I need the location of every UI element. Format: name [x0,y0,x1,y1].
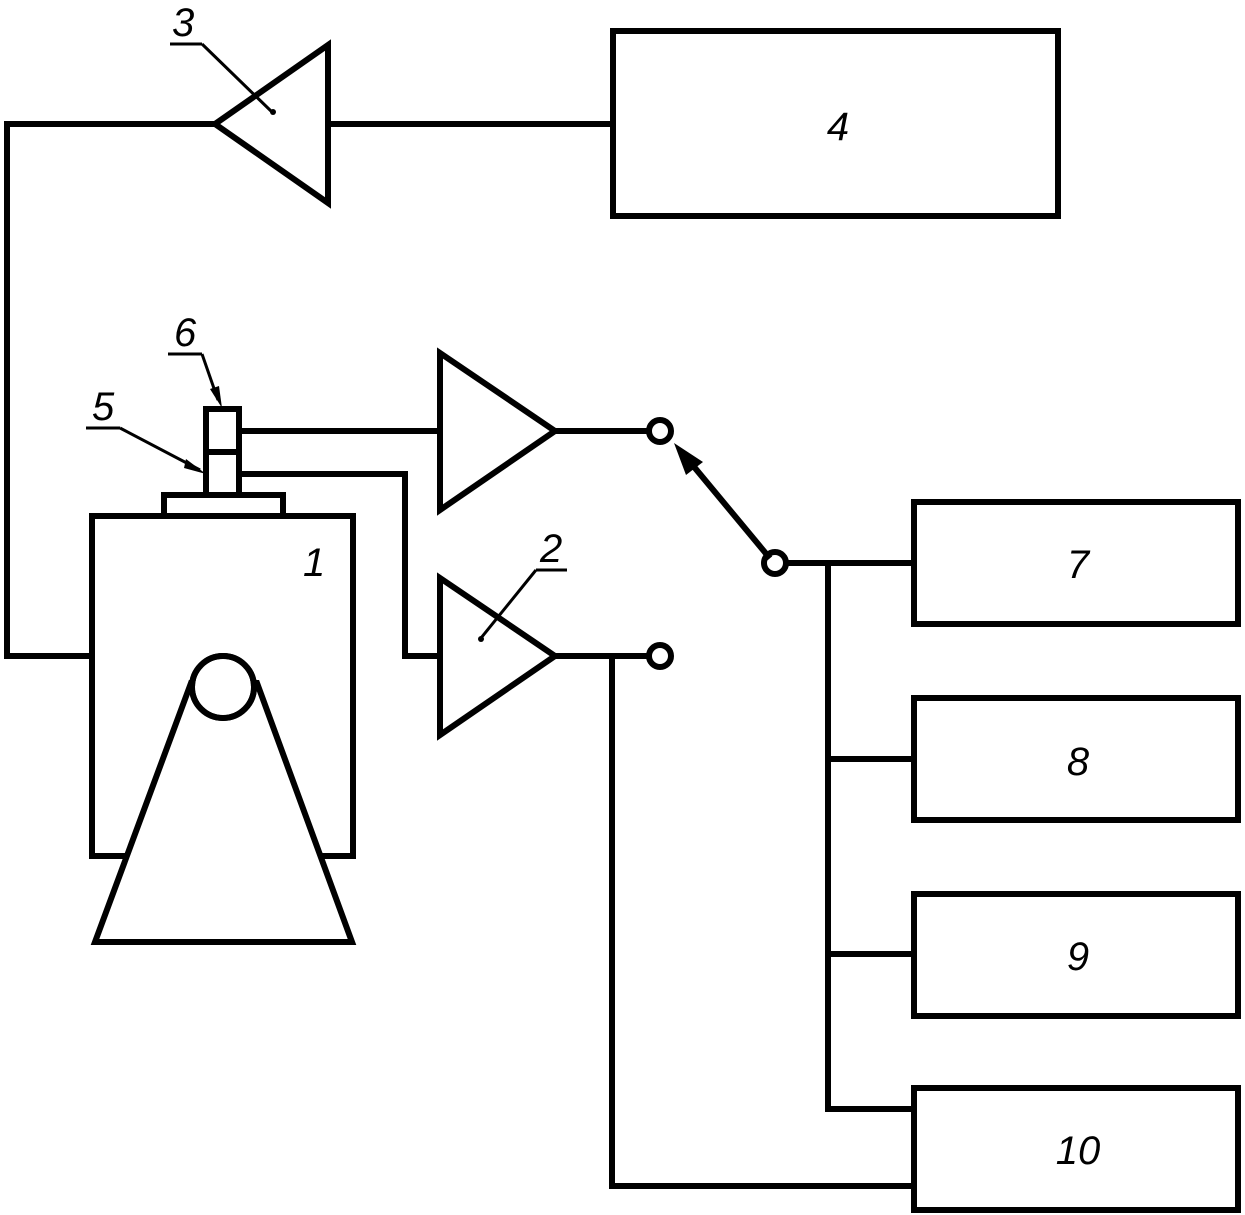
label-4: 4 [827,105,849,149]
leader-5-arrow [184,459,206,474]
leader-2-dot [478,636,484,642]
block-7 [911,499,1241,627]
label-5: 5 [92,385,115,429]
switch-contact-lower [646,642,674,670]
bus-vertical [825,560,917,1112]
pulley-fill [195,659,251,715]
wire-sensor-lower [236,471,443,659]
label-8: 8 [1067,740,1090,784]
amplifier-2 [437,572,561,741]
label-10: 10 [1056,1129,1101,1173]
block-10 [911,1085,1241,1213]
leader-3 [200,42,274,114]
machine-pulley-outline [189,653,257,721]
leader-3-dot [270,109,276,115]
block-8 [911,695,1241,823]
label-6: 6 [174,311,197,355]
amplifier-3 [209,39,331,209]
leader-6-arrow [210,386,222,408]
label-2: 2 [539,527,562,571]
label-1: 1 [303,541,325,585]
switch-pivot [761,549,789,577]
label-9: 9 [1067,935,1089,979]
switch-arrow [674,443,703,475]
leader-2 [479,569,538,639]
wire-amp-2-to-10 [609,653,917,1189]
switch-arm [685,457,773,561]
switch-contact-upper [646,417,674,445]
label-7: 7 [1067,543,1091,587]
base-5 [161,492,286,519]
machine-stand [90,680,357,945]
block-9 [911,891,1241,1019]
amplifier-upper [437,347,561,516]
wire-3-to-machine [4,121,218,659]
label-3: 3 [172,1,194,45]
